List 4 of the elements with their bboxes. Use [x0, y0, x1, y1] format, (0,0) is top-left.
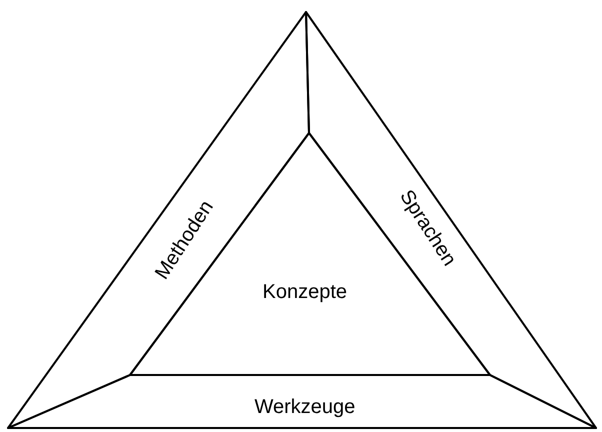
band-segment: [8, 375, 596, 428]
segment-label: Konzepte: [262, 282, 348, 302]
triangle-center: [130, 133, 490, 375]
segment-label: Werkzeuge: [254, 397, 356, 417]
